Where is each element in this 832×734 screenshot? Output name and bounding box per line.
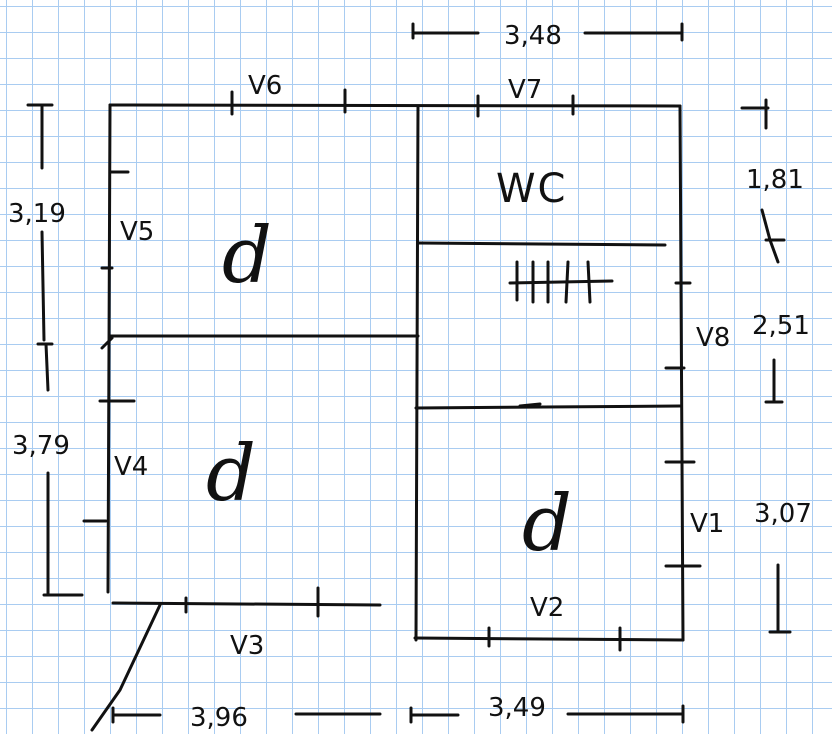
wc-partition-wall: [416, 241, 667, 247]
right-middle-wall: [414, 404, 682, 410]
middle-vertical-wall: [414, 104, 420, 642]
window-v7-label: V7: [508, 75, 542, 105]
window-v6-label: V6: [248, 71, 282, 101]
right-bottom-wall: [413, 636, 685, 642]
window-v1-label: V1: [690, 509, 724, 539]
window-v3-label: V3: [230, 631, 264, 661]
hatch-mark: [508, 260, 614, 304]
window-v4-label: V4: [114, 452, 148, 482]
room-wc-label: WC: [496, 166, 567, 212]
left-bottom-wall: [111, 601, 382, 607]
dim-left-top-height: 3,19: [8, 199, 66, 229]
dim-top-right-width: 3,48: [504, 21, 562, 51]
top-wall: [108, 103, 682, 108]
walls: [90, 103, 685, 732]
room-top-left-label: d: [222, 211, 272, 301]
dim-right-bottom-height: 3,07: [754, 499, 812, 529]
dim-bottom-left-width: 3,96: [190, 703, 248, 733]
dimension-lines: [26, 22, 792, 724]
left-wall: [106, 103, 112, 594]
dim-left-bottom-height: 3,79: [12, 431, 70, 461]
dim-bottom-right-width: 3,49: [488, 693, 546, 723]
right-wall: [678, 104, 685, 642]
dim-right-mid-height: 2,51: [752, 311, 810, 341]
room-bottom-left-label: d: [206, 429, 256, 519]
entrance-line: [90, 603, 162, 732]
room-bottom-right-label: d: [522, 479, 572, 569]
dim-right-top-height: 1,81: [746, 165, 804, 195]
window-ticks: [82, 88, 702, 652]
window-v5-label: V5: [120, 217, 154, 247]
window-v2-label: V2: [530, 593, 564, 623]
window-v8-label: V8: [696, 323, 730, 353]
